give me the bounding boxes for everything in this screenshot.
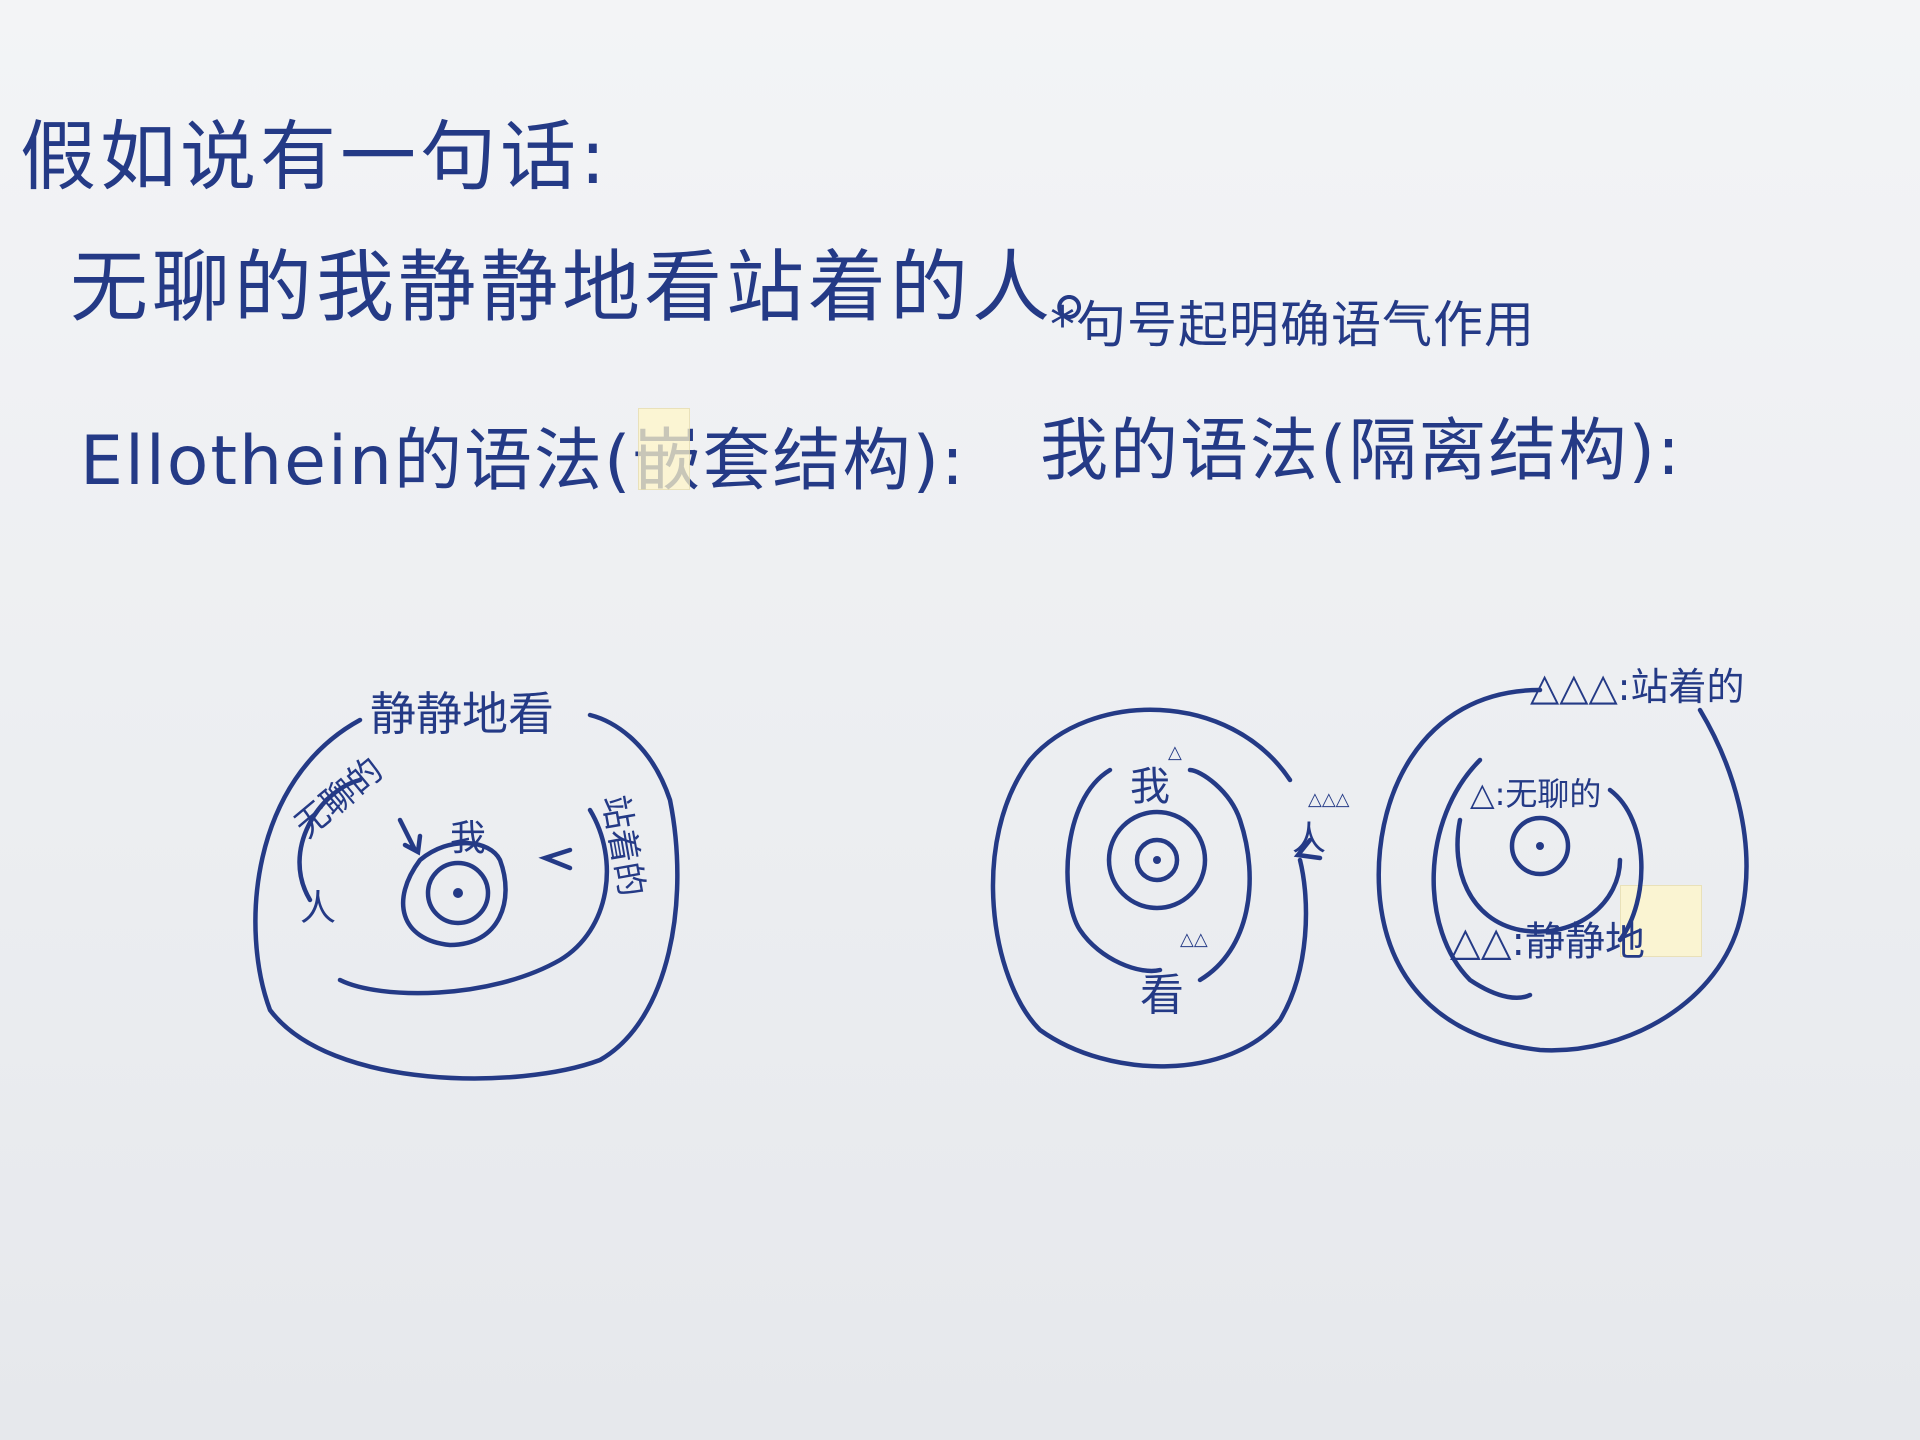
ring-a-inner bbox=[1106, 809, 1208, 911]
ring-b-label-bottom: △△:静静地 bbox=[1450, 919, 1645, 965]
arrow-to-core bbox=[397, 817, 423, 856]
core-dot bbox=[453, 888, 463, 898]
inner-ring bbox=[401, 840, 508, 948]
intro-line: 假如说有一句话: bbox=[20, 112, 610, 201]
label-outer: 静静地看 bbox=[370, 687, 554, 741]
ring-a-label-bottom: 看 bbox=[1140, 970, 1184, 1021]
ring-a-hook bbox=[1293, 837, 1323, 861]
middle-ring bbox=[297, 777, 610, 996]
label-core: 我 bbox=[450, 818, 486, 859]
ring-a-mark-bottom: △△ bbox=[1180, 929, 1208, 950]
nested-structure-diagram: 静静地看 无聊的 我 站着的 人 bbox=[253, 687, 680, 1081]
tape-patch-diagram bbox=[1620, 885, 1702, 957]
label-inner-right: 站着的 bbox=[594, 792, 651, 899]
ring-a-mark-side: △△△ bbox=[1308, 789, 1350, 810]
ring-b-core bbox=[1509, 815, 1571, 877]
ring-a-core bbox=[1134, 837, 1180, 883]
arrow-right bbox=[538, 847, 573, 871]
ring-b-outer bbox=[1376, 687, 1749, 1053]
ring-a-mark-top: △ bbox=[1168, 742, 1182, 763]
ring-b-inner bbox=[1455, 817, 1623, 934]
ring-a-label-top: 我 bbox=[1130, 764, 1170, 810]
ring-b-label-top: △△△:站着的 bbox=[1530, 665, 1744, 709]
left-header: Ellothein的语法(嵌套结构): bbox=[80, 422, 966, 501]
isolated-structure-diagram-b: △△△:站着的 △:无聊的 △△:静静地 bbox=[1376, 665, 1749, 1053]
ring-b-label-middle: △:无聊的 bbox=[1470, 775, 1601, 813]
ring-a-outer bbox=[990, 707, 1309, 1069]
ring-b-middle bbox=[1431, 757, 1644, 1001]
footnote: *句号起明确语气作用 bbox=[1050, 296, 1535, 354]
outer-ring bbox=[253, 712, 680, 1081]
label-inner-left: 无聊的 bbox=[287, 750, 391, 846]
ring-a-dot bbox=[1153, 856, 1161, 864]
ring-a-label-side: 人 bbox=[1292, 819, 1326, 859]
tape-patch-header bbox=[638, 408, 690, 490]
ring-a-middle bbox=[1065, 767, 1252, 983]
core-ring bbox=[425, 860, 491, 926]
ring-b-dot bbox=[1536, 842, 1544, 850]
example-sentence: 无聊的我静静地看站着的人。 bbox=[70, 243, 1137, 333]
isolated-structure-diagram-a: 我 △ 看 △△ 人 △△△ bbox=[990, 707, 1350, 1069]
right-header: 我的语法(隔离结构): bbox=[1040, 412, 1682, 491]
label-side: 人 bbox=[300, 888, 336, 929]
